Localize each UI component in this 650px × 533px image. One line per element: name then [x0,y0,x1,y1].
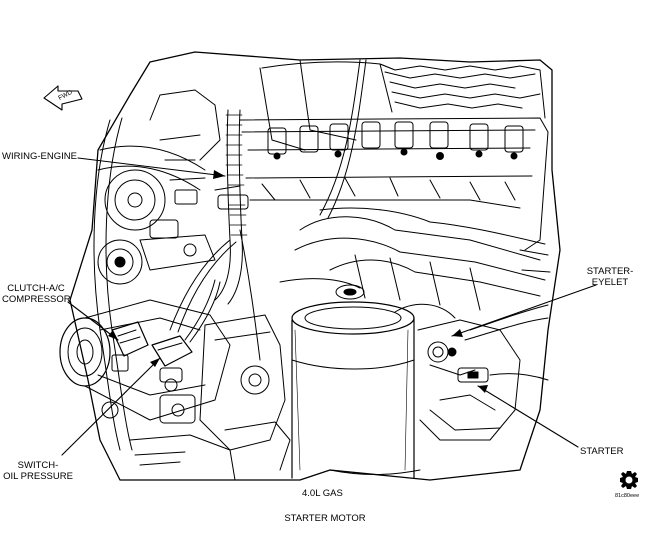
callout-starter: STARTER [580,446,624,457]
leader-lines [61,157,597,456]
engine-label: 4.0L GAS [302,488,343,499]
callout-starter-eyelet: STARTER- EYELET [580,266,640,288]
callout-switch-line1: SWITCH- [17,460,59,471]
callout-switch-oil-pressure: SWITCH- OIL PRESSURE [2,460,74,482]
gear-icon [620,471,638,489]
leader-arrowheads [108,170,488,393]
callout-starter-eyelet-line2: EYELET [591,277,629,288]
callout-clutch-line2: COMPRESSOR [2,294,71,305]
figure-code: 81c80eee [615,493,640,499]
callout-switch-line2: OIL PRESSURE [3,471,73,482]
engine-block [59,51,561,481]
callout-clutch-line1: CLUTCH-A/C [7,283,65,294]
callout-wiring-engine: WIRING-ENGINE [2,151,77,162]
forward-arrow-icon [43,85,83,111]
callout-starter-eyelet-line1: STARTER- [586,266,634,277]
figure-caption: STARTER MOTOR [284,513,366,524]
callout-clutch-ac-compressor: CLUTCH-A/C COMPRESSOR [2,283,71,305]
